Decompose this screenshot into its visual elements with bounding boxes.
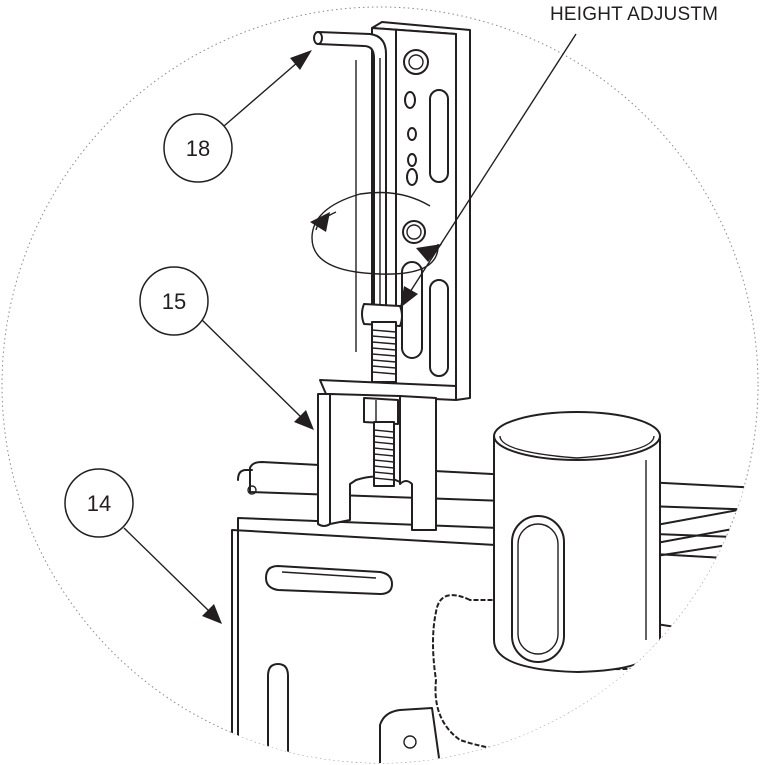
height-bracket	[371, 21, 471, 401]
detail-circle	[1, 6, 759, 764]
callout-15-label: 15	[162, 289, 186, 314]
height-adjustment-label: HEIGHT ADJUSTM	[550, 4, 718, 25]
assembly-drawing	[231, 21, 758, 763]
adjusting-bolt	[361, 303, 403, 383]
u-bracket	[317, 379, 457, 531]
rotation-arrow	[310, 191, 442, 275]
callout-18: 18	[163, 113, 233, 183]
leader-lines	[123, 33, 577, 624]
callout-15: 15	[139, 266, 209, 336]
callout-18-label: 18	[186, 136, 210, 161]
callout-14: 14	[64, 468, 134, 538]
callout-14-label: 14	[87, 491, 111, 516]
